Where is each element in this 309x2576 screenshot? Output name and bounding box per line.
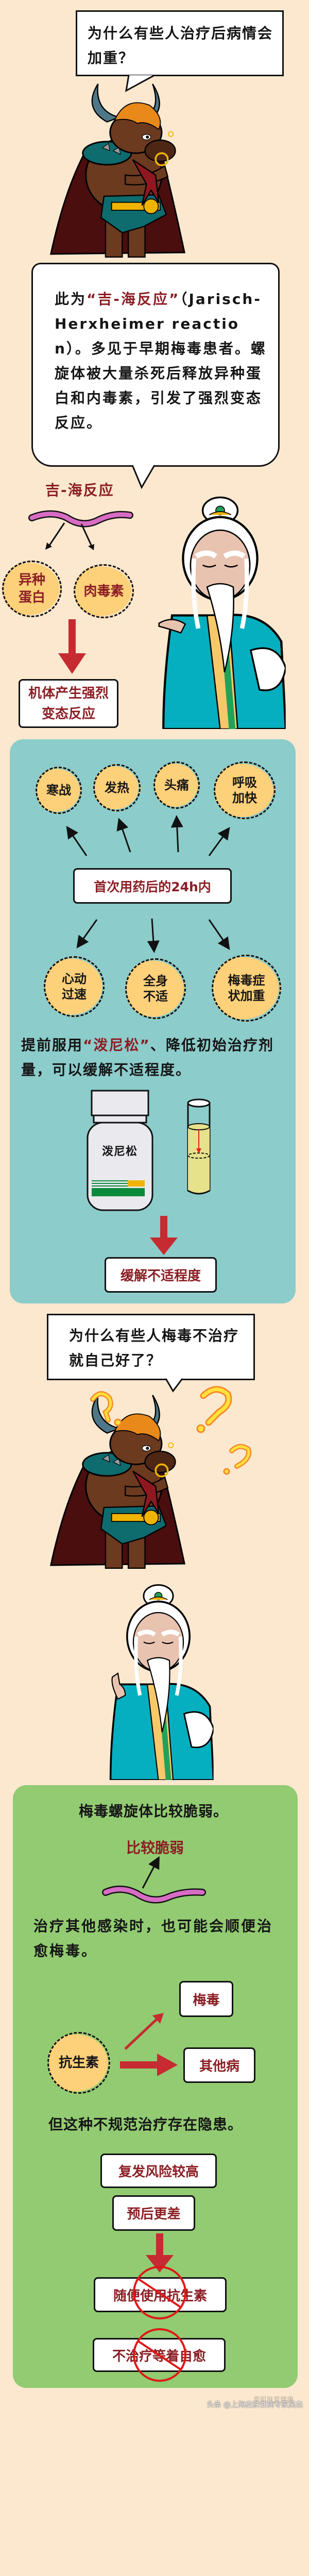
risk-box-prognosis: 预后更差	[112, 2195, 195, 2231]
question-text: 为什么有些人梅毒不治疗就自己好了？	[69, 1327, 239, 1369]
scene-2: 此为“吉-海反应”（Jarisch-Herxheimer reaction）。多…	[0, 263, 309, 734]
red-down-arrow-icon	[58, 619, 86, 674]
arrow-head	[157, 2054, 178, 2076]
speech-bubble-question-2: 为什么有些人梅毒不治疗就自己好了？	[47, 1314, 255, 1380]
answer-highlight-term: “吉-海反应”	[87, 291, 180, 308]
arrow-to-other-disease	[120, 2061, 159, 2069]
arrow-head	[152, 2013, 164, 2024]
symptom-label: 寒战	[46, 783, 71, 798]
question-mark-icon	[200, 1386, 232, 1426]
symptom-rapid-breathing: 呼吸加快	[214, 761, 276, 819]
advice-highlight-drug: “泼尼松”	[83, 1037, 150, 1054]
symptom-fever: 发热	[93, 764, 141, 811]
risk-label: 复发风险较高	[118, 2164, 199, 2180]
arrow-to-syphilis	[124, 2015, 161, 2050]
product-label: 肉毒素	[83, 583, 124, 599]
explanation-text: 治疗其他感染时，也可能会顺便治愈梅毒。	[33, 1918, 273, 1959]
forbidden-label: 随便使用抗生素	[113, 2288, 207, 2304]
medicine-bottle-icon	[87, 1090, 153, 1211]
prohibition-icon	[133, 2266, 186, 2319]
symptom-label: 发热	[105, 781, 129, 795]
worm-label: 比较脆弱	[126, 1839, 184, 1856]
symptom-chills: 寒战	[36, 767, 82, 814]
bubble-tail	[165, 1378, 183, 1393]
fragile-section: 梅毒螺旋体比较脆弱。 比较脆弱 治疗其他感染时，也可能会顺便治愈梅毒。 抗生素 …	[0, 1785, 309, 2393]
speech-bubble-question-1: 为什么有些人治疗后病情会加重？	[76, 10, 284, 76]
risk-box-recurrence: 复发风险较高	[100, 2154, 217, 2188]
answer-body: （Jarisch-Herxheimer reaction）。多见于早期梅毒患者。…	[55, 291, 267, 431]
sage-character-explaining	[103, 1574, 214, 1780]
symptom-label: 全身不适	[143, 974, 168, 1004]
advice-body: 、降低初始治疗剂量，可以缓解不适程度。	[21, 1037, 274, 1078]
product-circle-toxin: 肉毒素	[74, 564, 134, 618]
result-box-allergic-reaction: 机体产生强烈变态反应	[19, 679, 118, 728]
target-box-other-disease: 其他病	[183, 2047, 255, 2083]
risk-label: 预后更差	[127, 2207, 181, 2222]
center-label: 首次用药后的24h内	[94, 879, 211, 894]
symptom-label: 心动过速	[62, 972, 87, 1002]
symptom-label: 梅毒症状加重	[228, 973, 265, 1003]
dosage-tube-icon	[187, 1098, 211, 1195]
watermark: 头条 @上海皮肤性病专家吴杰	[207, 2401, 303, 2409]
result-label: 机体产生强烈变态反应	[28, 685, 109, 722]
product-circle-foreign-protein: 异种蛋白	[2, 561, 62, 617]
arrow-to-fragile-label	[142, 1856, 160, 1889]
prohibition-icon	[133, 2328, 186, 2382]
bubble-tail	[131, 464, 156, 489]
question-mark-icon	[229, 1444, 251, 1469]
result-label: 缓解不适程度	[120, 1268, 201, 1284]
bubble-tail	[125, 74, 155, 92]
fragile-heading: 梅毒螺旋体比较脆弱。	[79, 1803, 229, 1820]
answer-text: 此为“吉-海反应”（Jarisch-Herxheimer reaction）。多…	[55, 287, 269, 435]
bull-character-thinking	[46, 75, 189, 260]
scene-3: 为什么有些人梅毒不治疗就自己好了？	[0, 1309, 309, 1785]
symptom-tachycardia: 心动过速	[44, 956, 105, 1017]
prohibition-marks	[133, 2266, 186, 2382]
warning-text: 但这种不规范治疗存在隐患。	[48, 2116, 243, 2133]
worm-arrow	[142, 1856, 160, 1889]
symptoms-section: 寒战 发热 头痛 呼吸加快 首次用药后的24h内 心动过速 全身不适 梅毒症状加…	[0, 734, 309, 1309]
target-label: 梅毒	[193, 1992, 220, 2008]
scene-1: 为什么有些人治疗后病情会加重？	[0, 0, 309, 263]
answer-prefix: 此为	[55, 291, 87, 308]
symptom-headache: 头痛	[153, 761, 200, 809]
spirochete-worm-icon	[28, 510, 133, 550]
bottle-label: 泼尼松	[102, 1145, 138, 1158]
spirochete-worm-icon	[102, 1885, 206, 1904]
result-box-relief: 缓解不适程度	[105, 1257, 217, 1293]
symptom-malaise: 全身不适	[125, 958, 186, 1019]
symptom-label: 呼吸加快	[232, 775, 257, 805]
speech-bubble-answer: 此为“吉-海反应”（Jarisch-Herxheimer reaction）。多…	[31, 263, 280, 467]
advice-prefix: 提前服用	[21, 1037, 83, 1054]
target-box-syphilis: 梅毒	[179, 1981, 233, 2017]
red-down-arrow-icon	[150, 1216, 178, 1255]
antibiotic-label: 抗生素	[58, 2055, 99, 2071]
question-text: 为什么有些人治疗后病情会加重？	[88, 25, 273, 66]
watermark-section: 爱肌肤爱健康 头条 @上海皮肤性病专家吴杰	[0, 2393, 309, 2414]
target-label: 其他病	[199, 2059, 239, 2074]
red-arrows-antibiotic	[120, 2013, 178, 2076]
antibiotic-circle: 抗生素	[47, 2032, 110, 2094]
watermark-overlay: 爱肌肤爱健康	[253, 2396, 294, 2404]
product-label: 异种蛋白	[18, 572, 45, 605]
center-label-box: 首次用药后的24h内	[73, 868, 232, 904]
diagram-title: 吉-海反应	[45, 482, 114, 499]
sage-character-presenting	[158, 484, 286, 729]
symptom-label: 头痛	[164, 778, 189, 792]
bull-character-puzzled	[46, 1386, 189, 1571]
red-down-arrow-icon	[146, 2233, 174, 2273]
symptom-worsening: 梅毒症状加重	[212, 955, 281, 1022]
advice-text: 提前服用“泼尼松”、降低初始治疗剂量，可以缓解不适程度。	[21, 1033, 284, 1082]
